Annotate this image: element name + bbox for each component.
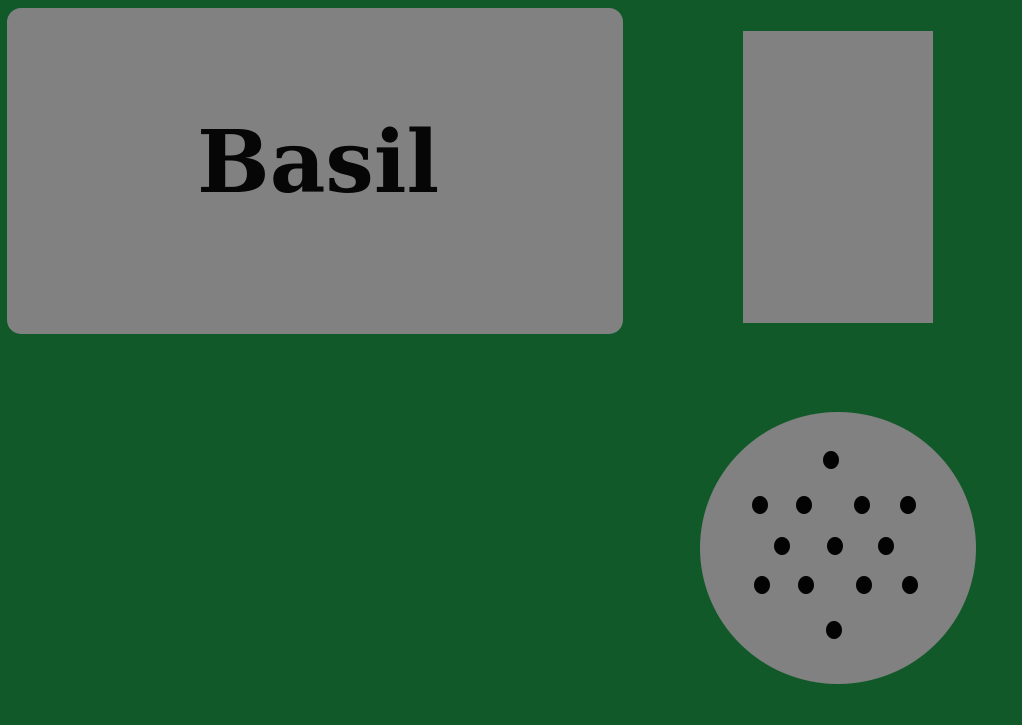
dial-dot xyxy=(798,576,814,594)
dial-dot xyxy=(754,576,770,594)
dial-dot xyxy=(878,537,894,555)
dial-dot xyxy=(823,451,839,469)
dial-dot xyxy=(827,537,843,555)
dot-dial xyxy=(700,412,976,684)
dial-dot xyxy=(902,576,918,594)
dial-dot xyxy=(774,537,790,555)
side-panel xyxy=(743,31,933,323)
dial-dot xyxy=(900,496,916,514)
dial-dot xyxy=(752,496,768,514)
dial-dot xyxy=(796,496,812,514)
title-card: Basil xyxy=(7,8,623,334)
title-label: Basil xyxy=(197,112,440,213)
dial-dot xyxy=(854,496,870,514)
dial-dot xyxy=(826,621,842,639)
dial-dot xyxy=(856,576,872,594)
